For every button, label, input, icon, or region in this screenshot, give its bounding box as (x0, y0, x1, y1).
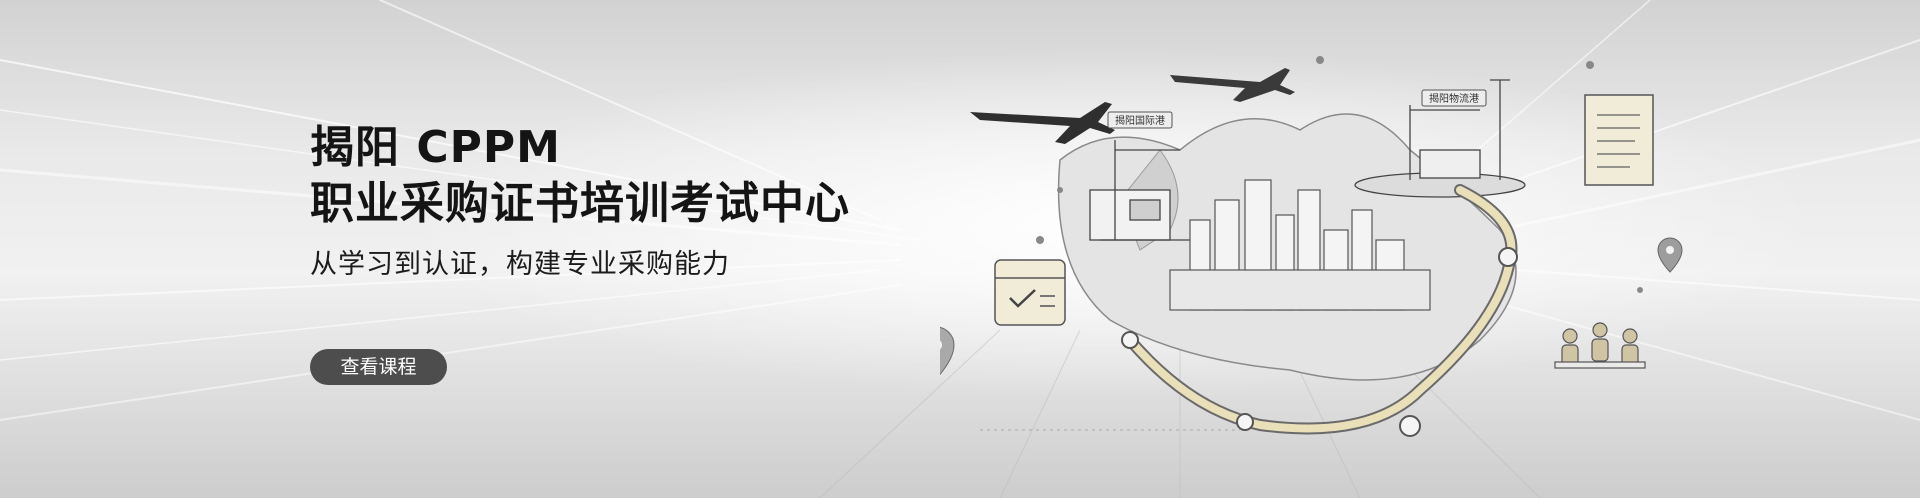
logistics-illustration: 揭阳国际港 揭阳物流港 (940, 56, 1683, 437)
route-waypoint (1498, 247, 1518, 267)
route-waypoint (1121, 331, 1139, 349)
title-line-1: 揭阳 CPPM (310, 122, 561, 173)
port-crane-left-icon (1089, 140, 1190, 241)
tagline: 从学习到认证，构建专业采购能力 (310, 249, 730, 280)
meeting-people-icon (1554, 322, 1646, 369)
signboard-right: 揭阳物流港 (1421, 89, 1487, 107)
airplane-icon (970, 102, 1115, 144)
route-waypoint (1399, 415, 1421, 437)
hero-text: 揭阳 CPPM 职业采购证书培训考试中心 从学习到认证，构建专业采购能力 (310, 120, 850, 281)
decorative-dots (1036, 56, 1643, 293)
page-title: 揭阳 CPPM 职业采购证书培训考试中心 (310, 120, 850, 232)
airplane-icon (1170, 68, 1295, 102)
route-path (1126, 186, 1516, 433)
signboard-left-label: 揭阳国际港 (1115, 114, 1165, 127)
route-waypoints (1121, 247, 1518, 437)
document-icon (1584, 94, 1654, 186)
signboard-right-label: 揭阳物流港 (1429, 92, 1479, 105)
view-courses-button[interactable]: 查看课程 (310, 349, 447, 385)
location-pin-icon (1657, 237, 1683, 273)
calendar-icon (994, 259, 1066, 326)
location-pin-icon (940, 326, 955, 376)
port-crane-right-icon (1354, 79, 1526, 198)
title-line-2: 职业采购证书培训考试中心 (310, 178, 850, 229)
city-skyline-icon (1169, 179, 1431, 311)
signboard-left: 揭阳国际港 (1107, 111, 1173, 129)
route-waypoint (1236, 413, 1254, 431)
